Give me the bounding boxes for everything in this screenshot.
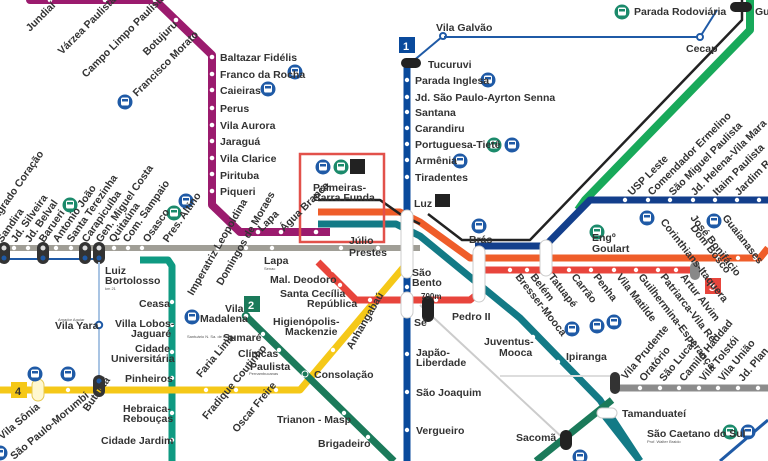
station-gu[interactable]: Gu <box>755 6 768 18</box>
line-3-badge <box>705 278 721 294</box>
station-julio-1[interactable]: Júlio <box>349 235 374 247</box>
station-lapa-8[interactable]: Lapa <box>264 255 289 267</box>
station-luz[interactable]: Luz <box>414 198 432 210</box>
station-jd-sao-paulo[interactable]: Jd. São Paulo-Ayrton Senna <box>415 92 555 104</box>
station-tamanduatei[interactable]: Tamanduateí <box>622 408 687 420</box>
station-cidade-jardim[interactable]: Cidade Jardim <box>101 435 173 447</box>
line-9-emerald <box>140 256 176 461</box>
station-pedro-ii[interactable]: Pedro II <box>452 311 491 323</box>
station-vila-aurora[interactable]: Vila Aurora <box>220 120 276 132</box>
station-lapa-8-sub: Senac <box>264 266 275 271</box>
station-portuguesa[interactable]: Portuguesa-Tietê <box>415 139 501 151</box>
station-vila-madalena-1[interactable]: Vila <box>225 303 244 315</box>
station-franco-rocha[interactable]: Franco da Rocha <box>220 69 305 81</box>
station-juventus-1[interactable]: Juventus- <box>484 336 534 348</box>
highlight-box <box>298 152 386 244</box>
line-2-number: 2 <box>248 300 254 312</box>
station-brigadeiro[interactable]: Brigadeiro <box>318 438 371 450</box>
station-consolacao[interactable]: Consolação <box>314 369 374 381</box>
station-higienopolis-1[interactable]: Higienópolis- <box>273 316 340 328</box>
line-4-number: 4 <box>15 386 22 398</box>
station-republica[interactable]: República <box>307 298 357 310</box>
station-vergueiro[interactable]: Vergueiro <box>416 425 464 437</box>
station-parada-rodoviaria[interactable]: Parada Rodoviária <box>634 6 726 18</box>
station-santana[interactable]: Santana <box>415 107 456 119</box>
station-tucuruvi[interactable]: Tucuruvi <box>428 59 472 71</box>
station-sao-bento-1[interactable]: São <box>412 267 431 279</box>
station-jaragua[interactable]: Jaraguá <box>220 136 260 148</box>
station-clinicas[interactable]: Clínicas <box>238 348 278 360</box>
station-jundiai[interactable]: Jundiaí <box>24 0 59 34</box>
station-vila-clarice[interactable]: Vila Clarice <box>220 153 277 165</box>
station-julio-2[interactable]: Prestes <box>349 247 387 259</box>
line-1-badge <box>399 37 415 53</box>
station-japao-1[interactable]: Japão- <box>416 347 450 359</box>
station-vila-yara[interactable]: Vila Yara <box>55 320 99 332</box>
station-japao-2[interactable]: Liberdade <box>416 357 466 369</box>
station-ipiranga[interactable]: Ipiranga <box>566 351 607 363</box>
station-vila-galvao[interactable]: Vila Galvão <box>436 22 492 34</box>
station-sumare[interactable]: Sumaré <box>223 332 262 344</box>
station-baltazar[interactable]: Baltazar Fidélis <box>220 52 297 64</box>
station-mal-deodoro[interactable]: Mal. Deodoro <box>270 274 337 286</box>
line-4-badge <box>11 382 27 398</box>
station-cecap[interactable]: Cecap <box>686 43 718 55</box>
line-3-number: 3 <box>709 282 715 294</box>
station-luiz-2[interactable]: Bortolosso <box>105 275 160 287</box>
walk-700m: 700m <box>421 292 441 301</box>
station-se[interactable]: Sé <box>414 317 427 329</box>
station-armenia[interactable]: Armênia <box>415 155 457 167</box>
station-pinheiros[interactable]: Pinheiros <box>125 373 173 385</box>
station-trianon[interactable]: Trianon - Masp <box>277 414 351 426</box>
station-caieiras[interactable]: Caieiras <box>220 85 261 97</box>
station-parada-inglesa[interactable]: Parada Inglesa <box>415 75 489 87</box>
station-ceasa[interactable]: Ceasa <box>139 298 170 310</box>
station-sao-joaquim[interactable]: São Joaquim <box>416 387 481 399</box>
station-hebraica-2[interactable]: Rebouças <box>123 413 173 425</box>
station-higienopolis-2[interactable]: Mackenzie <box>285 326 338 338</box>
station-pirituba[interactable]: Pirituba <box>220 170 259 182</box>
interchange-pills-west <box>0 242 105 264</box>
station-carandiru[interactable]: Carandiru <box>415 123 465 135</box>
station-tiradentes[interactable]: Tiradentes <box>415 172 468 184</box>
station-bras[interactable]: Brás <box>469 234 493 246</box>
station-juventus-2[interactable]: Mooca <box>499 347 532 359</box>
station-cidade-univ-1[interactable]: Cidade <box>135 343 170 355</box>
station-luiz-1[interactable]: Luiz <box>105 265 126 277</box>
station-sao-caetano-sub: Prof. Walter Braido <box>647 439 681 444</box>
station-hebraica-1[interactable]: Hebraica- <box>123 403 171 415</box>
station-vila-madalena-2[interactable]: Madalena <box>200 313 248 325</box>
station-santa-cecilia[interactable]: Santa Cecília <box>280 288 346 300</box>
station-luiz-sub: km 21 <box>105 286 117 291</box>
station-eng-goulart-1[interactable]: Engº <box>592 232 616 244</box>
station-vila-yara-sub: Amador Aguiar <box>58 317 85 322</box>
line-11-coral <box>318 208 768 262</box>
station-faria-lima[interactable]: Faria Lima <box>194 332 237 380</box>
station-villa-lobos-2[interactable]: Jaguaré <box>131 328 171 340</box>
station-barra-funda[interactable]: Barra Funda <box>313 192 375 204</box>
station-palmeiras[interactable]: Palmeiras- <box>313 182 367 194</box>
line-12-sapphire <box>475 196 768 250</box>
station-sao-bento-2[interactable]: Bento <box>412 277 442 289</box>
station-sao-caetano[interactable]: São Caetano do Sul <box>647 428 746 440</box>
station-cidade-univ-2[interactable]: Universitária <box>111 353 175 365</box>
station-paulista-sub: Pernambucanas <box>249 371 278 376</box>
line-2-badge <box>244 296 260 312</box>
line-7-stations <box>47 0 319 235</box>
line-1-number: 1 <box>403 41 409 53</box>
station-piqueri[interactable]: Piqueri <box>220 186 256 198</box>
station-eng-goulart-2[interactable]: Goulart <box>592 243 630 255</box>
station-perus[interactable]: Perus <box>220 103 249 115</box>
station-paulista[interactable]: Paulista <box>250 361 290 373</box>
station-sumare-sub: Santuário N. Sa. de Fátima <box>187 334 236 339</box>
station-sacoma[interactable]: Sacomã <box>516 432 556 444</box>
station-villa-lobos-1[interactable]: Villa Lobos- <box>115 318 175 330</box>
